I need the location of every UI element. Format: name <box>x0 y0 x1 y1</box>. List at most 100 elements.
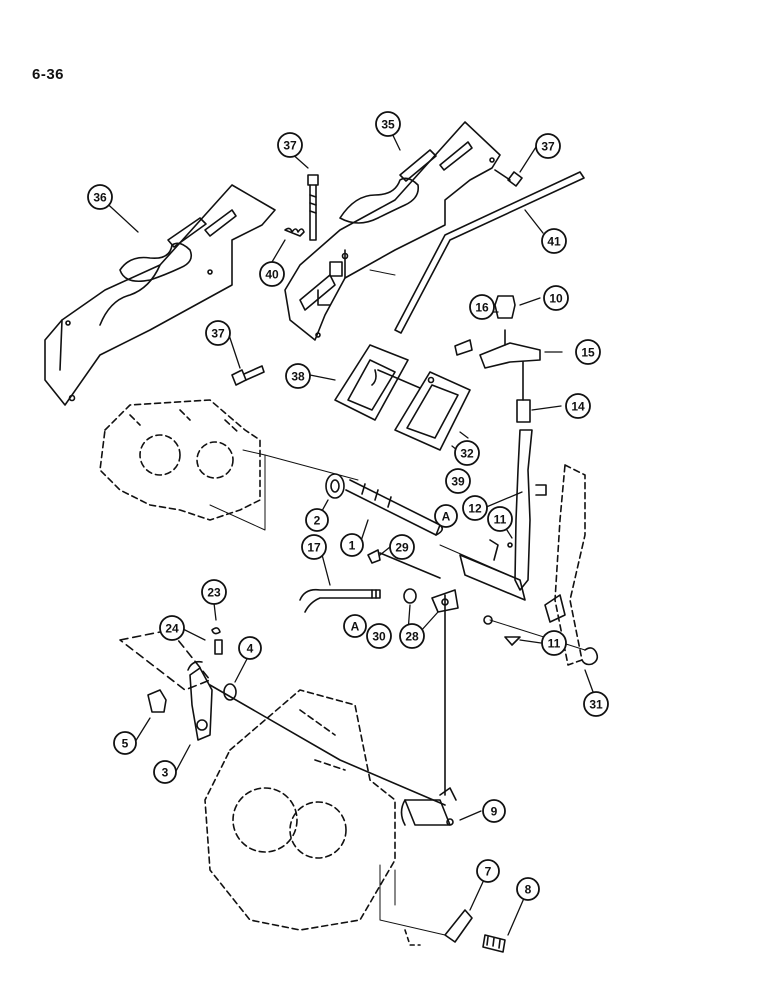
callout-c5: 5 <box>113 731 137 755</box>
spring-40 <box>284 227 305 237</box>
callout-circle <box>389 534 415 560</box>
callout-c11b: 11 <box>541 630 567 656</box>
callout-c10: 10 <box>543 285 569 311</box>
callout-circle <box>445 468 471 494</box>
callout-circle <box>454 440 480 466</box>
selector-arm-3 <box>187 660 213 741</box>
callout-c30: 30 <box>366 623 392 649</box>
callout-label: 30 <box>372 630 386 644</box>
callout-label: A <box>351 620 360 634</box>
callout-label: 29 <box>395 541 409 555</box>
callout-circle <box>583 691 609 717</box>
callout-label: 5 <box>122 737 129 751</box>
callout-label: 39 <box>451 475 465 489</box>
callout-label: 2 <box>314 514 321 528</box>
callout-c3: 3 <box>153 760 177 784</box>
o-ring-4 <box>223 683 237 701</box>
callout-c39: 39 <box>445 468 471 494</box>
callout-label: 35 <box>381 118 395 132</box>
callout-circle <box>343 614 367 638</box>
callout-circle <box>87 184 113 210</box>
callout-circle <box>487 506 513 532</box>
selector-shaft-9 <box>209 594 457 826</box>
pivot-right <box>544 594 566 623</box>
callout-circle <box>399 623 425 649</box>
bolt-8 <box>482 934 506 953</box>
callout-label: 38 <box>291 370 305 384</box>
page-number: 6-36 <box>32 66 65 83</box>
callout-label: 11 <box>548 637 561 651</box>
callout-circle <box>541 630 567 656</box>
callout-circle <box>340 533 364 557</box>
callout-label: 16 <box>475 301 489 315</box>
shift-lever-12 <box>514 429 547 591</box>
shift-plate-right <box>284 121 501 341</box>
callout-label: 31 <box>589 698 603 712</box>
callout-circle <box>434 504 458 528</box>
callout-circle <box>462 495 488 521</box>
callout-label: A <box>442 510 451 524</box>
callout-circle <box>516 877 540 901</box>
callout-c38: 38 <box>285 363 311 389</box>
callout-c24: 24 <box>159 615 185 641</box>
transmission-housing-upper <box>99 399 261 521</box>
callout-c1: 1 <box>340 533 364 557</box>
gate-plate-38 <box>334 344 409 421</box>
callout-c4: 4 <box>238 636 262 660</box>
callout-c37c: 37 <box>205 320 231 346</box>
callout-c31: 31 <box>583 691 609 717</box>
callout-circle <box>285 363 311 389</box>
bolt-top-center <box>307 174 319 241</box>
callout-c16: 16 <box>469 294 495 320</box>
gate-plate-39 <box>394 371 471 451</box>
callout-c40: 40 <box>259 261 285 287</box>
callout-label: 9 <box>491 805 498 819</box>
callout-circle <box>305 508 329 532</box>
callout-cAb: A <box>343 614 367 638</box>
callout-c41: 41 <box>541 228 567 254</box>
callout-circle <box>301 534 327 560</box>
shift-rod-17 <box>299 588 381 613</box>
callout-label: 4 <box>247 642 254 656</box>
callout-circle <box>201 579 227 605</box>
callout-label: 37 <box>283 139 297 153</box>
block-5 <box>147 689 167 713</box>
bolt-top-right <box>494 169 523 187</box>
selector-shaft-dashed <box>119 629 211 691</box>
shift-shaft-1 <box>345 479 444 536</box>
callout-label: 37 <box>211 327 225 341</box>
callout-c23: 23 <box>201 579 227 605</box>
snap-ring-31 <box>581 647 599 666</box>
callout-circle <box>535 133 561 159</box>
callout-c11a: 11 <box>487 506 513 532</box>
callout-circle <box>159 615 185 641</box>
callout-c12: 12 <box>462 495 488 521</box>
callout-c7: 7 <box>476 859 500 883</box>
callout-c37a: 37 <box>277 132 303 158</box>
callout-circle <box>238 636 262 660</box>
shift-rail <box>394 171 585 334</box>
callout-circle <box>543 285 569 311</box>
callout-circle <box>366 623 392 649</box>
knob-assembly <box>454 295 541 423</box>
callout-cAa: A <box>434 504 458 528</box>
nut-2 <box>325 473 345 499</box>
transmission-housing-lower <box>204 689 396 931</box>
callout-label: 7 <box>485 865 492 879</box>
callout-label: 11 <box>494 513 507 527</box>
callout-circle <box>375 111 401 137</box>
callout-label: 10 <box>549 292 563 306</box>
callout-label: 8 <box>525 883 532 897</box>
callout-c15: 15 <box>575 339 601 365</box>
callout-circle <box>113 731 137 755</box>
callout-label: 1 <box>349 539 356 553</box>
callout-c8: 8 <box>516 877 540 901</box>
callout-circle <box>476 859 500 883</box>
callout-label: 24 <box>165 622 179 636</box>
callout-label: 32 <box>460 447 474 461</box>
callout-label: 15 <box>581 346 595 360</box>
callout-c14: 14 <box>565 393 591 419</box>
callout-c29: 29 <box>389 534 415 560</box>
bolt-left <box>231 365 265 386</box>
